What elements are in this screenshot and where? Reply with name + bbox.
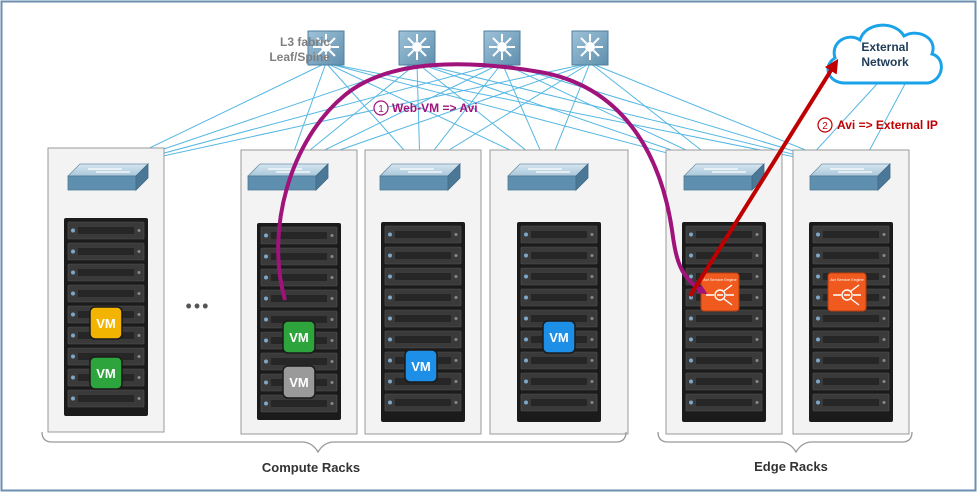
compute-racks-label: Compute Racks (262, 460, 360, 475)
vm-icon: VM (89, 356, 123, 390)
server-unit (685, 309, 763, 328)
server-unit (685, 393, 763, 412)
spine-switch-icon (398, 30, 436, 66)
vm-icon: VM (282, 365, 316, 399)
flow-1-text: Web-VM => Avi (392, 101, 478, 115)
vm-label: VM (96, 316, 116, 331)
flow-2-label: 2 Avi => External IP (817, 117, 938, 133)
server-unit (384, 267, 462, 286)
server-unit (384, 393, 462, 412)
external-network-cloud: External Network (826, 23, 943, 85)
server-unit (384, 330, 462, 349)
flow-2-path (688, 58, 839, 298)
server-unit (685, 246, 763, 265)
tor-switch-icon (507, 163, 589, 191)
rack: VM VM (47, 147, 165, 433)
more-racks-ellipsis: ••• (186, 296, 211, 316)
server-unit (67, 242, 145, 261)
server-unit (260, 226, 338, 245)
server-unit (812, 351, 890, 370)
vm-label: VM (289, 375, 309, 390)
fabric-label-line2: Leaf/Spine (269, 50, 330, 64)
server-unit (520, 393, 598, 412)
fabric-link (501, 62, 851, 169)
service-engine-icon: Avi Service Engine (700, 272, 740, 312)
server-unit (812, 330, 890, 349)
vm-icon: VM (542, 320, 576, 354)
server-unit (67, 263, 145, 282)
spine-switches (307, 30, 609, 66)
server-unit (384, 309, 462, 328)
vm-label: VM (96, 366, 116, 381)
server-unit (520, 351, 598, 370)
server-unit (520, 288, 598, 307)
flow-2-text: Avi => External IP (837, 118, 938, 132)
vm-icon: VM (89, 306, 123, 340)
vm-icon: VM (404, 349, 438, 383)
server-unit (260, 289, 338, 308)
server-unit (384, 288, 462, 307)
server-unit (67, 389, 145, 408)
spine-switch-icon (571, 30, 609, 66)
compute-racks-brace (41, 431, 627, 454)
server-unit (67, 284, 145, 303)
fabric-link (325, 62, 725, 169)
server-unit (384, 246, 462, 265)
server-unit (520, 225, 598, 244)
external-network-line2: Network (861, 55, 909, 69)
flow-1-label: 1 Web-VM => Avi (373, 100, 478, 116)
server-unit (685, 330, 763, 349)
server-unit (260, 247, 338, 266)
tor-switch-icon (809, 163, 891, 191)
server-unit (520, 372, 598, 391)
vm-label: VM (411, 359, 431, 374)
fabric-label-line1: L3 fabric (280, 35, 330, 49)
service-engine-label: Avi Service Engine (830, 277, 864, 282)
flow-2-step: 2 (822, 121, 828, 132)
rack: VM VM (240, 149, 358, 435)
flow-2-step-marker (817, 117, 833, 133)
server-unit (685, 351, 763, 370)
rack: Avi Service Engine (792, 149, 910, 435)
flow-1-step: 1 (378, 104, 384, 115)
server-unit (520, 246, 598, 265)
rack: Avi Service Engine (665, 149, 783, 435)
edge-racks-brace (657, 431, 913, 454)
spine-switch-icon (307, 30, 345, 66)
tor-switch-icon (683, 163, 765, 191)
server-unit (685, 225, 763, 244)
server-unit (812, 225, 890, 244)
vm-label: VM (289, 330, 309, 345)
vm-label: VM (549, 330, 569, 345)
server-unit (260, 268, 338, 287)
server-unit (685, 372, 763, 391)
rack: VM (489, 149, 629, 435)
tor-switch-icon (67, 163, 149, 191)
flow-1-step-marker (373, 100, 389, 116)
flow-1-path (276, 62, 708, 301)
server-unit (520, 309, 598, 328)
service-engine-icon: Avi Service Engine (827, 272, 867, 312)
tor-switch-icon (247, 163, 329, 191)
server-unit (520, 267, 598, 286)
server-unit (812, 309, 890, 328)
service-engine-label: Avi Service Engine (703, 277, 737, 282)
server-unit (67, 221, 145, 240)
server-unit (812, 372, 890, 391)
server-unit (812, 393, 890, 412)
external-network-line1: External (861, 40, 908, 54)
tor-switch-icon (379, 163, 461, 191)
server-unit (812, 246, 890, 265)
server-unit (384, 225, 462, 244)
spine-switch-icon (483, 30, 521, 66)
racks: VM VM VM VM VM VM Avi Service Engine Avi Servic… (47, 147, 910, 435)
vm-icon: VM (282, 320, 316, 354)
fabric-link (107, 62, 503, 169)
rack: VM (364, 149, 482, 435)
edge-racks-label: Edge Racks (754, 459, 828, 474)
